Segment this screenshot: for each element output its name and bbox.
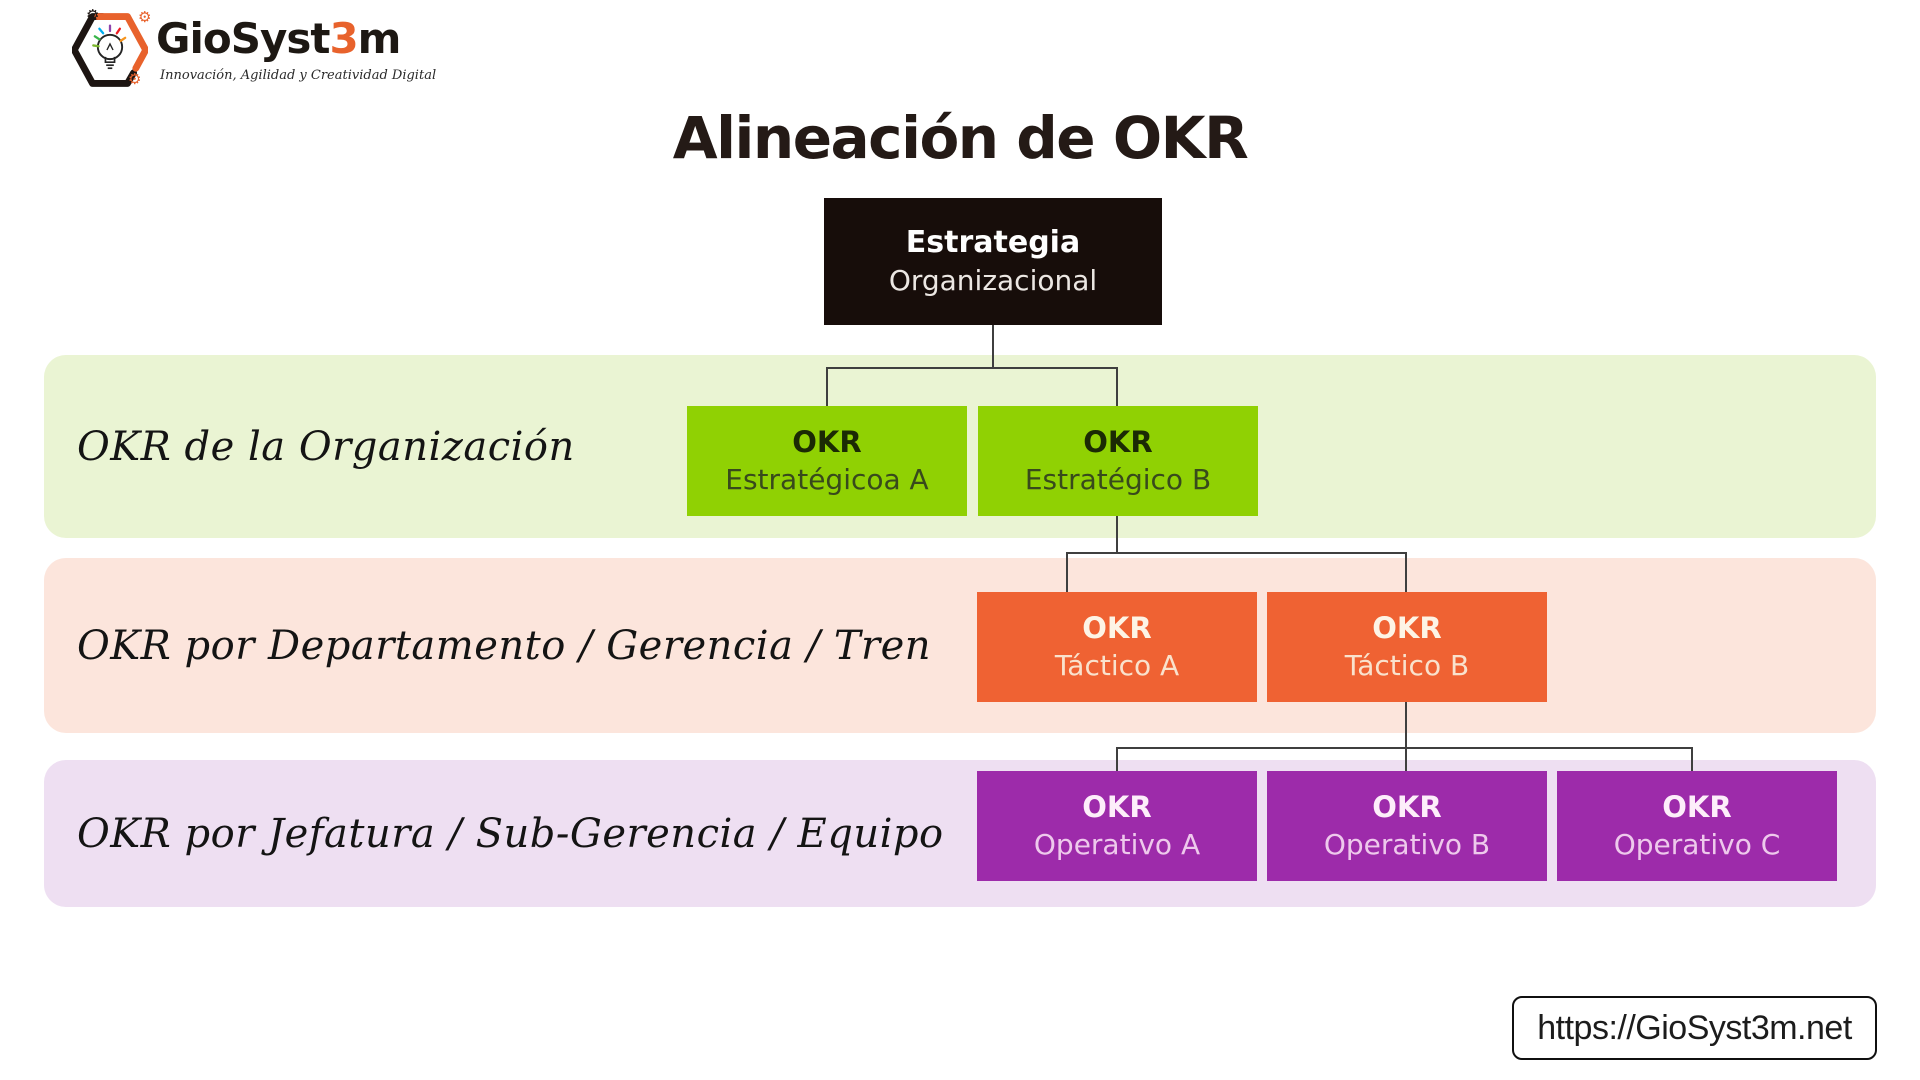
hexagon-black-stroke: [70, 13, 137, 87]
node-title: OKR: [792, 424, 862, 459]
node-title: OKR: [1372, 789, 1442, 824]
node-operational-a: OKR Operativo A: [977, 771, 1257, 881]
brand-text: GioSyst3m: [156, 14, 401, 63]
node-subtitle: Táctico A: [1054, 649, 1180, 683]
website-url-link[interactable]: https://GioSyst3m.net: [1512, 996, 1877, 1060]
node-strategic-a: OKR Estratégicoa A: [687, 406, 967, 516]
node-subtitle: Organizacional: [888, 264, 1098, 298]
page-title: Alineación de OKR: [672, 104, 1249, 172]
node-operational-b: OKR Operativo B: [1267, 771, 1547, 881]
node-strategy: Estrategia Organizacional: [824, 198, 1162, 325]
logo-hexagon-icon: ⚙ ⚙ ⚙: [70, 6, 152, 90]
node-tactical-a: OKR Táctico A: [977, 592, 1257, 702]
lightbulb-icon: [92, 24, 127, 70]
node-title: OKR: [1662, 789, 1732, 824]
node-subtitle: Operativo C: [1613, 828, 1781, 862]
brand-tagline: Innovación, Agilidad y Creatividad Digit…: [160, 68, 437, 83]
gear-icon: ⚙: [138, 8, 152, 26]
brand-logo: ⚙ ⚙ ⚙ GioSyst3m Innovación, Agilidad y C…: [70, 6, 436, 96]
node-operational-c: OKR Operativo C: [1557, 771, 1837, 881]
node-tactical-b: OKR Táctico B: [1267, 592, 1547, 702]
band-department: OKR por Departamento / Gerencia / Tren: [44, 558, 1876, 733]
gear-icon: ⚙: [128, 70, 142, 88]
hexagon-orange-stroke: [94, 13, 150, 72]
node-title: OKR: [1082, 789, 1152, 824]
node-subtitle: Estratégico B: [1024, 463, 1212, 497]
band-label-organization: OKR de la Organización: [77, 423, 575, 470]
gear-icon: ⚙: [86, 6, 100, 24]
node-subtitle: Operativo B: [1323, 828, 1491, 862]
node-title: OKR: [1372, 610, 1442, 645]
node-title: OKR: [1083, 424, 1153, 459]
node-subtitle: Táctico B: [1344, 649, 1470, 683]
node-subtitle: Estratégicoa A: [725, 463, 929, 497]
band-label-team: OKR por Jefatura / Sub-Gerencia / Equipo: [77, 810, 944, 857]
brand-accent-digit: 3: [329, 14, 358, 63]
node-title: Estrategia: [905, 224, 1081, 260]
node-title: OKR: [1082, 610, 1152, 645]
node-strategic-b: OKR Estratégico B: [978, 406, 1258, 516]
band-label-department: OKR por Departamento / Gerencia / Tren: [77, 622, 932, 669]
node-subtitle: Operativo A: [1033, 828, 1201, 862]
